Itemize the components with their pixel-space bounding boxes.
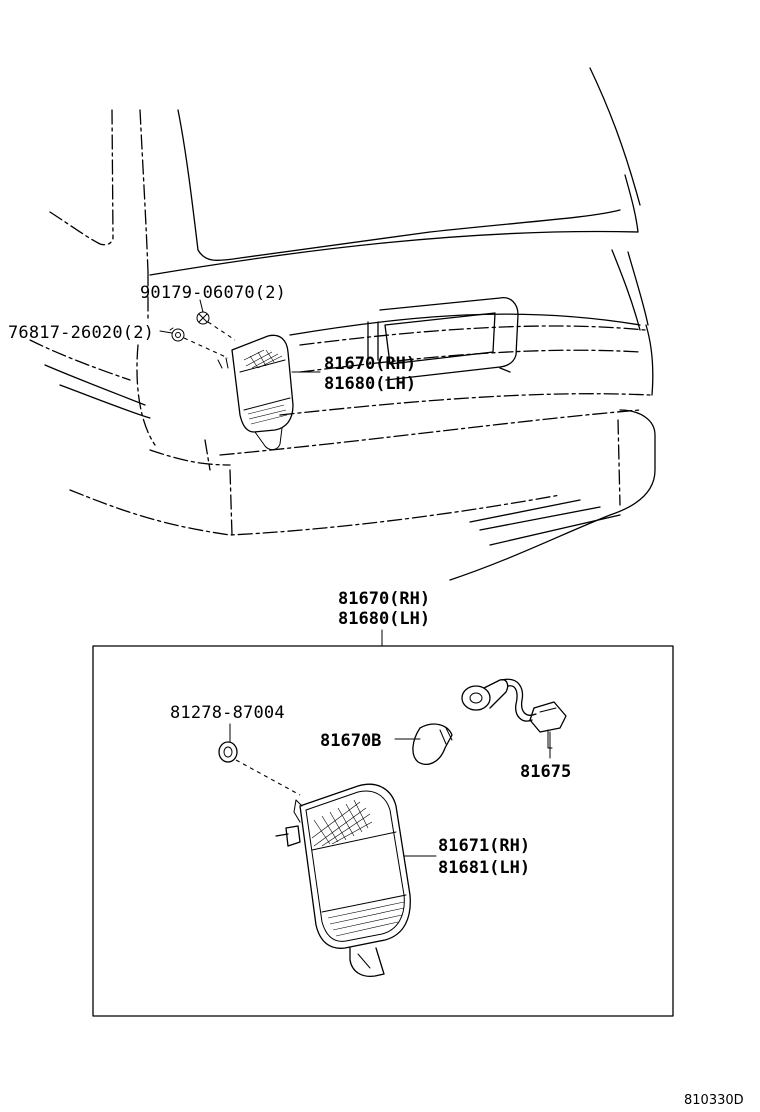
label-lens-rh: 81671(RH) xyxy=(438,836,530,856)
vehicle-rear-illustration xyxy=(29,67,656,581)
screw-icon xyxy=(196,311,210,325)
label-lamp-lh-box: 81680(LH) xyxy=(338,609,430,629)
label-lamp-rh-top: 81670(RH) xyxy=(324,354,416,374)
lens-lower-hatch xyxy=(327,901,405,937)
label-lamp-lh-top: 81680(LH) xyxy=(324,374,416,394)
label-lamp-rh-box: 81670(RH) xyxy=(338,589,430,609)
socket-icon xyxy=(461,678,567,749)
gasket-icon xyxy=(218,741,238,763)
label-gasket-81278: 81278-87004 xyxy=(170,703,285,723)
vehicle-lamp-hatch xyxy=(243,349,283,369)
label-clip-76817: 76817-26020(2) xyxy=(8,323,154,343)
lens-upper-hatch xyxy=(311,799,373,847)
bulb-icon xyxy=(412,723,453,765)
label-lens-lh: 81681(LH) xyxy=(438,858,530,878)
exploded-view-frame xyxy=(92,645,674,1017)
label-socket-81675: 81675 xyxy=(520,762,571,782)
vehicle-lamp-lower-hatch xyxy=(247,404,288,425)
clip-icon xyxy=(169,327,185,342)
figure-id: 810330D xyxy=(684,1093,744,1108)
label-bulb-81670b: 81670B xyxy=(320,731,381,751)
label-screw-90179: 90179-06070(2) xyxy=(140,283,286,303)
lamp-lens-illustration xyxy=(275,783,411,978)
